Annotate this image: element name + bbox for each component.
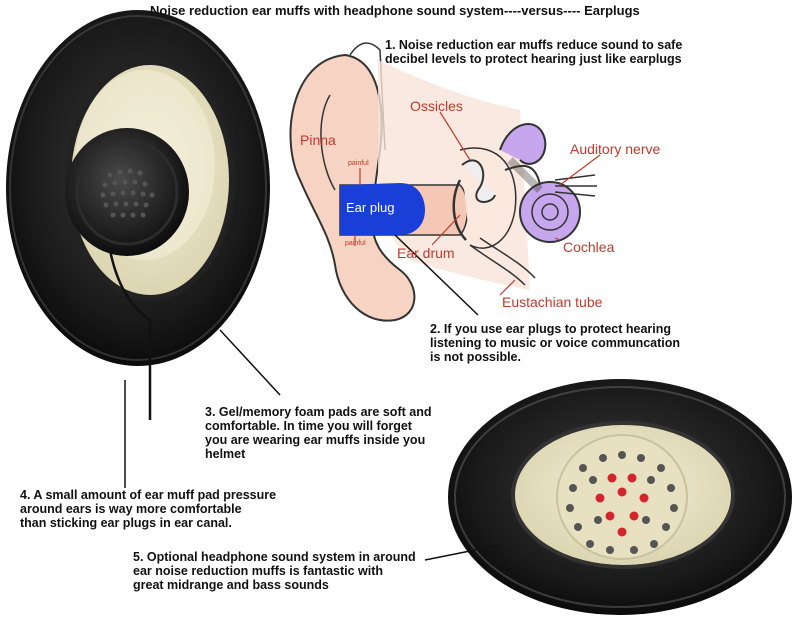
label-ear-plug: Ear plug — [346, 200, 395, 215]
note-4: 4. A small amount of ear muff pad pressu… — [20, 488, 277, 530]
left-speaker-icon — [65, 128, 189, 256]
note-2: 2. If you use ear plugs to protect heari… — [430, 322, 681, 364]
note-5: 5. Optional headphone sound system in ar… — [133, 550, 416, 592]
note-3: 3. Gel/memory foam pads are soft and com… — [205, 405, 432, 461]
ear-anatomy-illustration — [289, 42, 601, 322]
label-ear-drum: Ear drum — [397, 245, 455, 261]
label-auditory-nerve: Auditory nerve — [570, 141, 661, 157]
ear-plug-shape — [340, 183, 425, 235]
label-eustachian-tube: Eustachian tube — [502, 294, 603, 310]
label-pinna: Pinna — [300, 132, 336, 148]
callout-lines — [124, 234, 501, 561]
right-speaker-icon — [566, 451, 678, 554]
page-title: Noise reduction ear muffs with headphone… — [150, 3, 640, 18]
note-1: 1. Noise reduction ear muffs reduce soun… — [385, 38, 683, 66]
label-painful-bottom: painful — [345, 240, 366, 247]
label-painful-top: painful — [348, 160, 369, 167]
label-cochlea: Cochlea — [563, 239, 615, 255]
left-ear-muff — [6, 10, 270, 420]
right-ear-muff — [448, 379, 792, 615]
cochlea-icon — [499, 123, 581, 243]
label-ossicles: Ossicles — [410, 98, 463, 114]
